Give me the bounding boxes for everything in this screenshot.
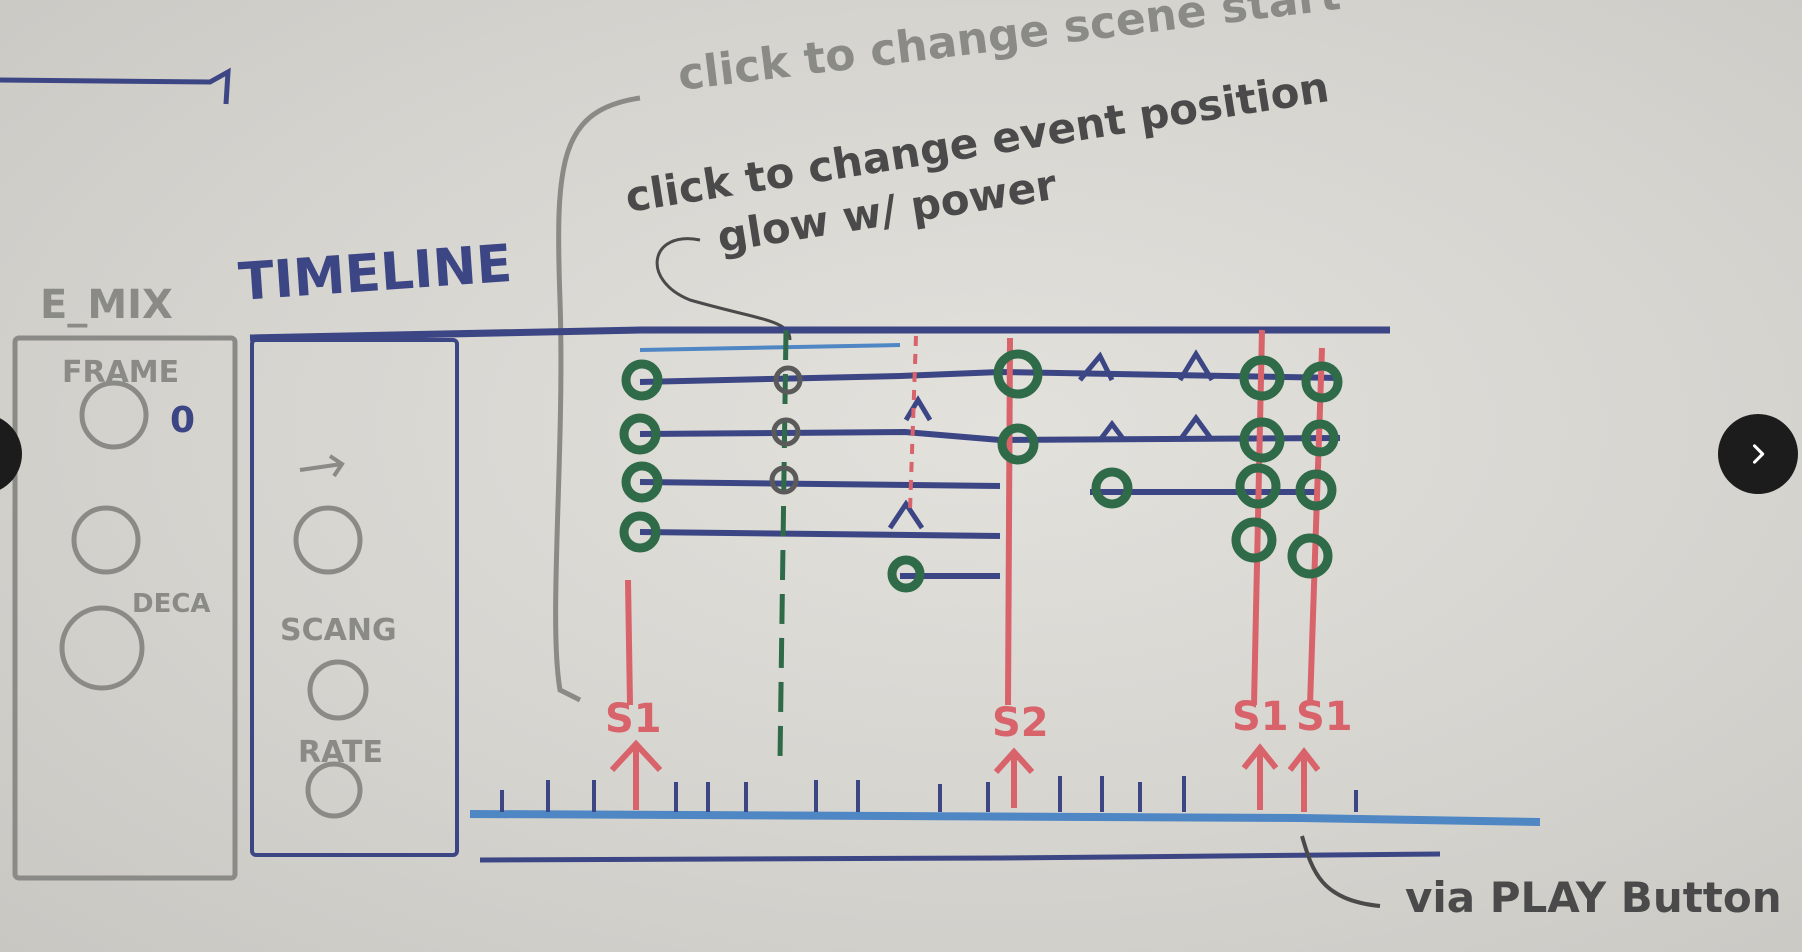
frame-knob bbox=[79, 380, 149, 450]
event-marker[interactable] bbox=[1239, 417, 1285, 463]
event-marker[interactable] bbox=[619, 413, 661, 455]
panel-b-knob-1 bbox=[293, 505, 363, 575]
chevron-right-icon bbox=[1752, 444, 1765, 464]
track-line-top-light bbox=[639, 343, 901, 352]
track-line-1 bbox=[639, 368, 1341, 385]
footer-note: via PLAY Button bbox=[1405, 873, 1782, 922]
panel-b bbox=[250, 338, 459, 857]
footer-note-arrow bbox=[1300, 835, 1381, 908]
event-marker[interactable] bbox=[621, 461, 663, 503]
panel-a-value-top: 0 bbox=[170, 400, 195, 441]
scene-marker-3[interactable]: S1 bbox=[1232, 694, 1289, 740]
event-marker[interactable] bbox=[993, 349, 1043, 399]
event-marker[interactable] bbox=[621, 359, 663, 401]
left-title: E_MIX bbox=[40, 282, 173, 328]
panel-a bbox=[12, 335, 238, 881]
event-markers bbox=[619, 349, 1343, 593]
scene-marker-1[interactable]: S1 bbox=[605, 696, 662, 742]
event-marker[interactable] bbox=[1239, 355, 1285, 401]
playhead-events bbox=[769, 365, 803, 495]
note-bracket bbox=[553, 95, 641, 703]
ruler-ticks bbox=[500, 776, 1358, 812]
scene-marker-4[interactable]: S1 bbox=[1296, 694, 1353, 740]
event-marker[interactable] bbox=[1287, 533, 1333, 579]
event-marker[interactable] bbox=[1301, 419, 1339, 457]
scene-line-4 bbox=[1307, 347, 1325, 706]
scene-line-1 bbox=[625, 579, 633, 706]
panel-a-label-bottom: DECA bbox=[132, 589, 211, 619]
event-note-arrow bbox=[655, 237, 792, 341]
timeline-ruler bbox=[469, 810, 1541, 826]
top-left-stroke bbox=[0, 67, 231, 105]
event-marker[interactable] bbox=[619, 511, 661, 553]
next-image-button[interactable] bbox=[1718, 414, 1798, 494]
event-marker[interactable] bbox=[1091, 467, 1133, 509]
scene-line-3 bbox=[1251, 329, 1265, 706]
event-marker[interactable] bbox=[887, 555, 925, 593]
panel-b-label-mid: SCANG bbox=[280, 613, 397, 648]
track-line-4 bbox=[639, 529, 1001, 539]
scang-knob bbox=[307, 659, 369, 721]
track-line-3 bbox=[639, 479, 1320, 495]
scene-marker-2[interactable]: S2 bbox=[992, 700, 1049, 746]
track-line-2 bbox=[639, 428, 1341, 444]
event-marker[interactable] bbox=[1295, 469, 1337, 511]
scene-line-2 bbox=[1005, 337, 1013, 706]
event-marker[interactable] bbox=[1301, 361, 1343, 403]
rate-knob bbox=[305, 761, 363, 819]
event-marker[interactable] bbox=[1231, 517, 1277, 563]
scene-arrows bbox=[609, 739, 1321, 812]
timeline-top-bar bbox=[249, 326, 1390, 342]
deca-knob bbox=[59, 605, 145, 691]
scene-line-dashed bbox=[908, 335, 918, 511]
previous-image-button[interactable] bbox=[0, 414, 22, 494]
playhead-line bbox=[777, 329, 789, 761]
automation-ramps bbox=[887, 349, 1215, 530]
panel-a-knob-2 bbox=[71, 505, 141, 575]
timeline-title: TIMELINE bbox=[237, 234, 514, 313]
event-marker[interactable] bbox=[1235, 463, 1281, 509]
panel-b-arrow bbox=[299, 454, 345, 478]
timeline-ruler-lower bbox=[479, 851, 1441, 863]
event-marker[interactable] bbox=[997, 423, 1039, 465]
